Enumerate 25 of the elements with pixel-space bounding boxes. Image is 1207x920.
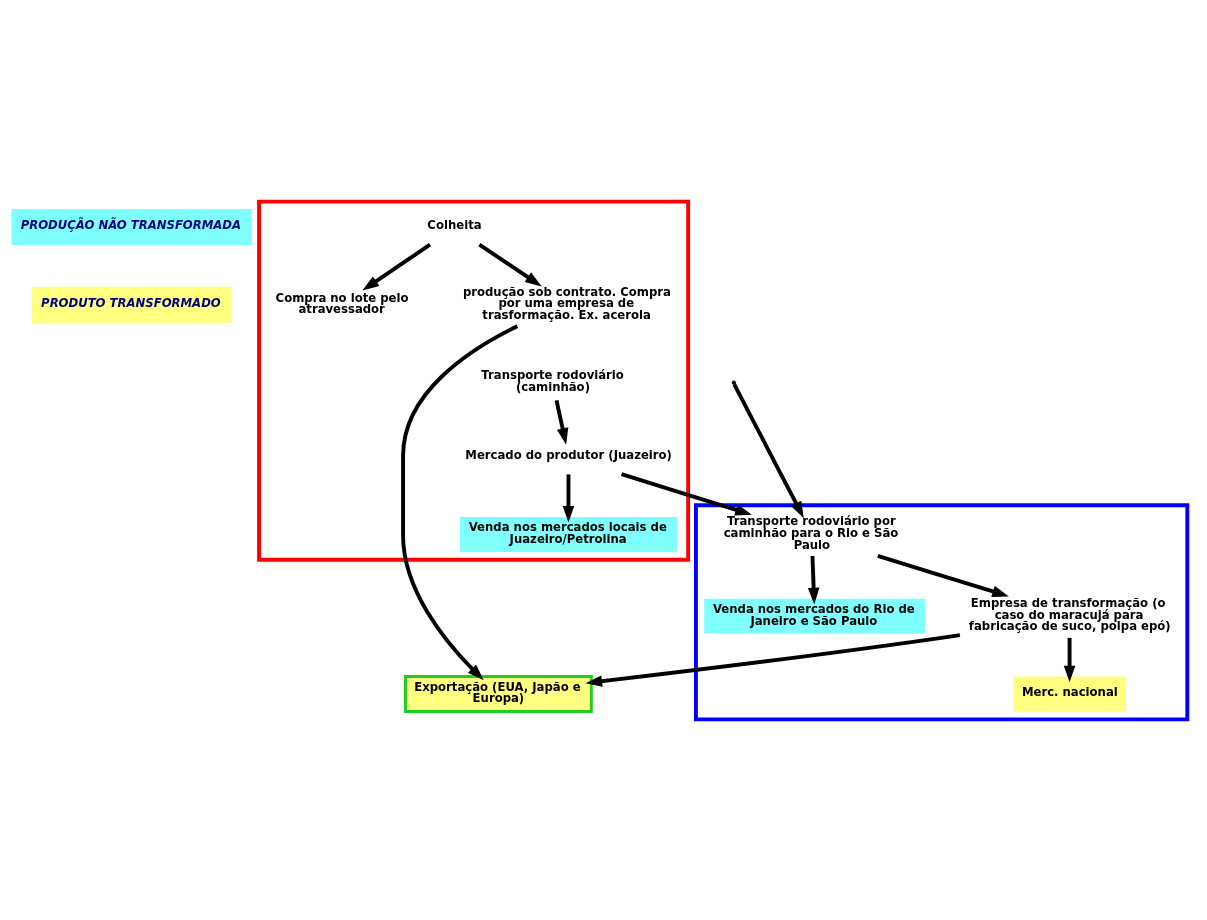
node-text: produção sob contrato. Compra por uma empresa de trasformação. Ex. acerola [462, 284, 671, 322]
node-box: Exportação (EUA, Japão e Europa) [404, 674, 593, 713]
node-text: Colheita [427, 217, 482, 232]
node-text: Empresa de transformação (o caso do maracujá para fabricação de suco, polpa epó) [968, 595, 1171, 633]
arrow [362, 242, 432, 291]
arrow [562, 473, 575, 523]
node-box: PRODUTO TRANSFORMADO [31, 286, 232, 323]
node-box: Venda nos mercados locais de Juazeiro/Petrolina [460, 516, 677, 552]
arrow [554, 399, 569, 445]
node-box: Merc. nacional [1013, 676, 1126, 712]
arrow [478, 242, 542, 286]
arrow [807, 555, 820, 604]
arrow [732, 383, 804, 518]
node-text: Compra no lote pelo atravessador [275, 290, 409, 316]
arrow [401, 324, 519, 680]
arrow [1063, 637, 1076, 682]
arrow [585, 632, 961, 687]
node-text: Transporte rodoviário por caminhão para o Rio e São Paulo [723, 513, 899, 552]
cluster [257, 199, 691, 562]
arrow [877, 553, 1009, 597]
node-text: Mercado do produtor (Juazeiro) [465, 447, 672, 462]
node-box: PRODUÇÃO NÃO TRANSFORMADA [11, 208, 252, 245]
arrow [620, 471, 752, 515]
node-text: Transporte rodoviário (caminhão) [481, 367, 624, 394]
node-box: Venda nos mercados do Rio de Janeiro e São Paulo [704, 598, 926, 634]
